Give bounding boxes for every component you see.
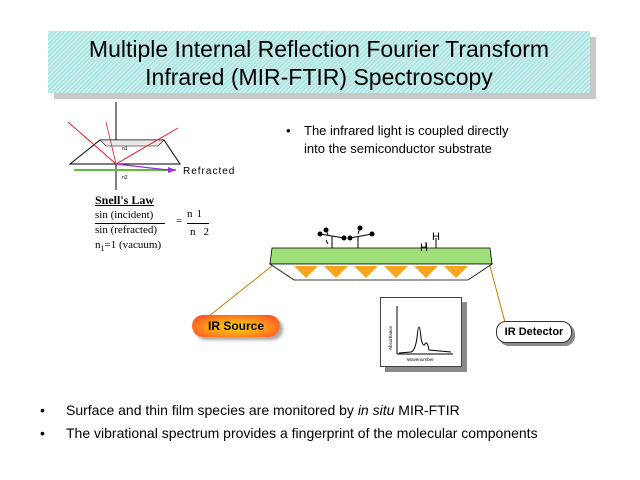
spectrum-display: Absorbance Wavenumber	[380, 297, 462, 367]
snell-vacuum: n1=1 (vacuum)	[95, 239, 162, 254]
title-banner	[48, 31, 590, 93]
intro-bullet-line-1: The infrared light is coupled directly	[304, 123, 509, 138]
spectrum-peak-line	[398, 326, 452, 354]
refracted-ray	[115, 163, 169, 171]
outgoing-beam	[489, 265, 507, 327]
n2-label: n2	[122, 175, 128, 181]
spectrum-plot: Absorbance Wavenumber	[388, 306, 453, 362]
h-atom-label-1: H	[420, 242, 428, 254]
bullet-marker: •	[40, 425, 45, 441]
bullet-marker: •	[40, 402, 45, 418]
title-line-2: Infrared (MIR-FTIR) Spectroscopy	[145, 64, 493, 90]
ir-source-label: IR Source	[192, 315, 280, 337]
spectrum-y-label: Absorbance	[388, 325, 393, 350]
internal-reflections	[294, 266, 468, 278]
refracted-arrow-icon	[168, 167, 176, 173]
mir-crystal-diagram: H H	[203, 225, 507, 327]
reflected-ray	[115, 127, 179, 165]
ir-detector-label: IR Detector	[496, 321, 572, 343]
crystal-top-surface	[269, 247, 493, 265]
snell-denominator: sin (refracted)	[95, 224, 157, 236]
crystal-top-face	[99, 139, 165, 147]
adsorbed-molecule-2-icon	[347, 225, 375, 248]
snell-ratio-bar	[187, 223, 209, 224]
bullet-marker: •	[286, 123, 291, 138]
secondary-ray	[105, 121, 117, 165]
bottom-bullet-1: •Surface and thin film species are monit…	[40, 402, 460, 418]
crystal-body	[268, 263, 494, 281]
refracted-label: Refracted	[183, 166, 236, 177]
snell-equals: =	[176, 215, 183, 227]
title-line-1: Multiple Internal Reflection Fourier Tra…	[88, 36, 550, 62]
intro-bullet-line-2: into the semiconductor substrate	[304, 141, 492, 156]
adsorbed-molecule-1-icon	[317, 227, 347, 248]
n1-label: n1	[122, 146, 128, 152]
refraction-diagram: n1 n2	[67, 102, 181, 190]
intro-bullet: • The infrared light is coupled directly…	[286, 122, 586, 158]
incoming-beam	[203, 265, 273, 321]
bottom-bullet-2: •The vibrational spectrum provides a fin…	[40, 425, 538, 441]
snell-fraction-bar	[95, 223, 165, 224]
snell-numerator: sin (incident)	[95, 209, 154, 221]
h-atom-label-2: H	[432, 231, 440, 243]
snell-law-title: Snell's Law	[95, 193, 155, 207]
spectrum-x-label: Wavenumber	[407, 357, 434, 362]
incident-ray	[67, 121, 117, 165]
